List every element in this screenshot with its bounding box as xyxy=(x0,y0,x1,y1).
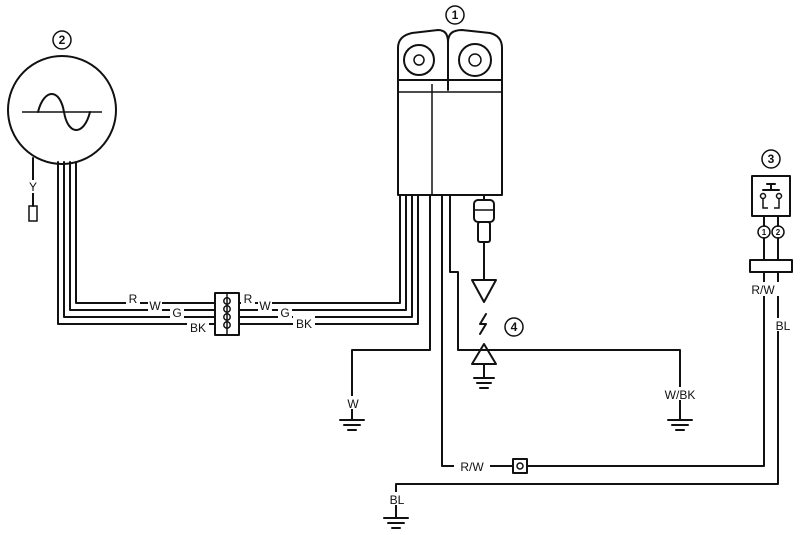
label-green-left: G xyxy=(172,306,181,320)
switch-connector xyxy=(749,259,793,273)
label-yellow: Y xyxy=(29,180,37,194)
callout-stop-switch: 3 xyxy=(768,152,775,166)
label-ground-white-black: W/BK xyxy=(665,388,696,402)
wire-green-left xyxy=(63,161,216,318)
switch-pin-1-label: 1 xyxy=(762,228,767,237)
label-green-right: G xyxy=(280,306,289,320)
label-switch-red-white: R/W xyxy=(751,283,775,297)
coil-left-cap xyxy=(397,29,449,91)
switch-pin-2-label: 2 xyxy=(776,228,781,237)
label-red-left: R xyxy=(129,292,138,306)
label-white-right: W xyxy=(259,299,271,313)
label-black-right: BK xyxy=(296,317,312,331)
connector-pin xyxy=(223,313,231,321)
blue-ground-wire xyxy=(383,281,779,529)
callout-circle-stop-switch xyxy=(761,149,781,169)
yellow-lead-terminal xyxy=(28,205,38,222)
stop-switch xyxy=(749,175,793,283)
wire-white-black xyxy=(449,194,681,421)
label-bottom-blue: BL xyxy=(390,493,405,507)
sine-wave-icon xyxy=(37,93,91,131)
callout-magneto: 2 xyxy=(59,33,66,47)
connector-pin xyxy=(223,321,231,329)
white-ground-wire xyxy=(339,194,431,431)
label-red-right: R xyxy=(244,292,253,306)
callout-coil: 1 xyxy=(452,8,459,22)
magneto-housing xyxy=(7,55,117,165)
wire-black-left xyxy=(57,161,216,325)
callout-circle-magneto xyxy=(52,30,72,50)
wire-joint xyxy=(512,458,528,474)
magneto-harness xyxy=(57,161,216,325)
label-ground-white: W xyxy=(347,397,359,411)
wire-red-left xyxy=(75,161,216,304)
label-black-left: BK xyxy=(190,321,206,335)
plug-cap xyxy=(473,199,495,223)
callout-circle-spark-plug xyxy=(504,317,524,337)
switch-housing xyxy=(751,175,791,217)
spark-icon xyxy=(479,313,487,335)
spark-electrode-top xyxy=(471,279,497,303)
coil-right-cap xyxy=(447,29,503,81)
wire-white-right xyxy=(238,194,407,311)
connector-pin xyxy=(223,305,231,313)
wire-red-right xyxy=(238,194,401,304)
spark-electrode-bottom xyxy=(471,343,497,365)
wire-white-left xyxy=(69,161,216,311)
wire-red-white-to-switch xyxy=(526,281,765,467)
coil-left-terminal xyxy=(403,44,435,76)
coil-body xyxy=(397,79,503,196)
callout-spark-plug: 4 xyxy=(511,320,518,334)
label-white-left: W xyxy=(149,299,161,313)
magneto xyxy=(7,55,117,165)
callout-circle-coil xyxy=(445,5,465,25)
coil-right-terminal xyxy=(458,43,492,77)
label-switch-blue: BL xyxy=(776,319,791,333)
spark-plug xyxy=(471,279,497,389)
connector-pin xyxy=(223,297,231,305)
wire-blue xyxy=(395,281,779,519)
plug-cap-tip xyxy=(477,221,491,243)
label-bottom-red-white: R/W xyxy=(460,460,484,474)
wire-connector xyxy=(214,292,240,336)
white-black-ground-wire xyxy=(449,194,693,431)
wire-white-ground xyxy=(351,194,431,421)
